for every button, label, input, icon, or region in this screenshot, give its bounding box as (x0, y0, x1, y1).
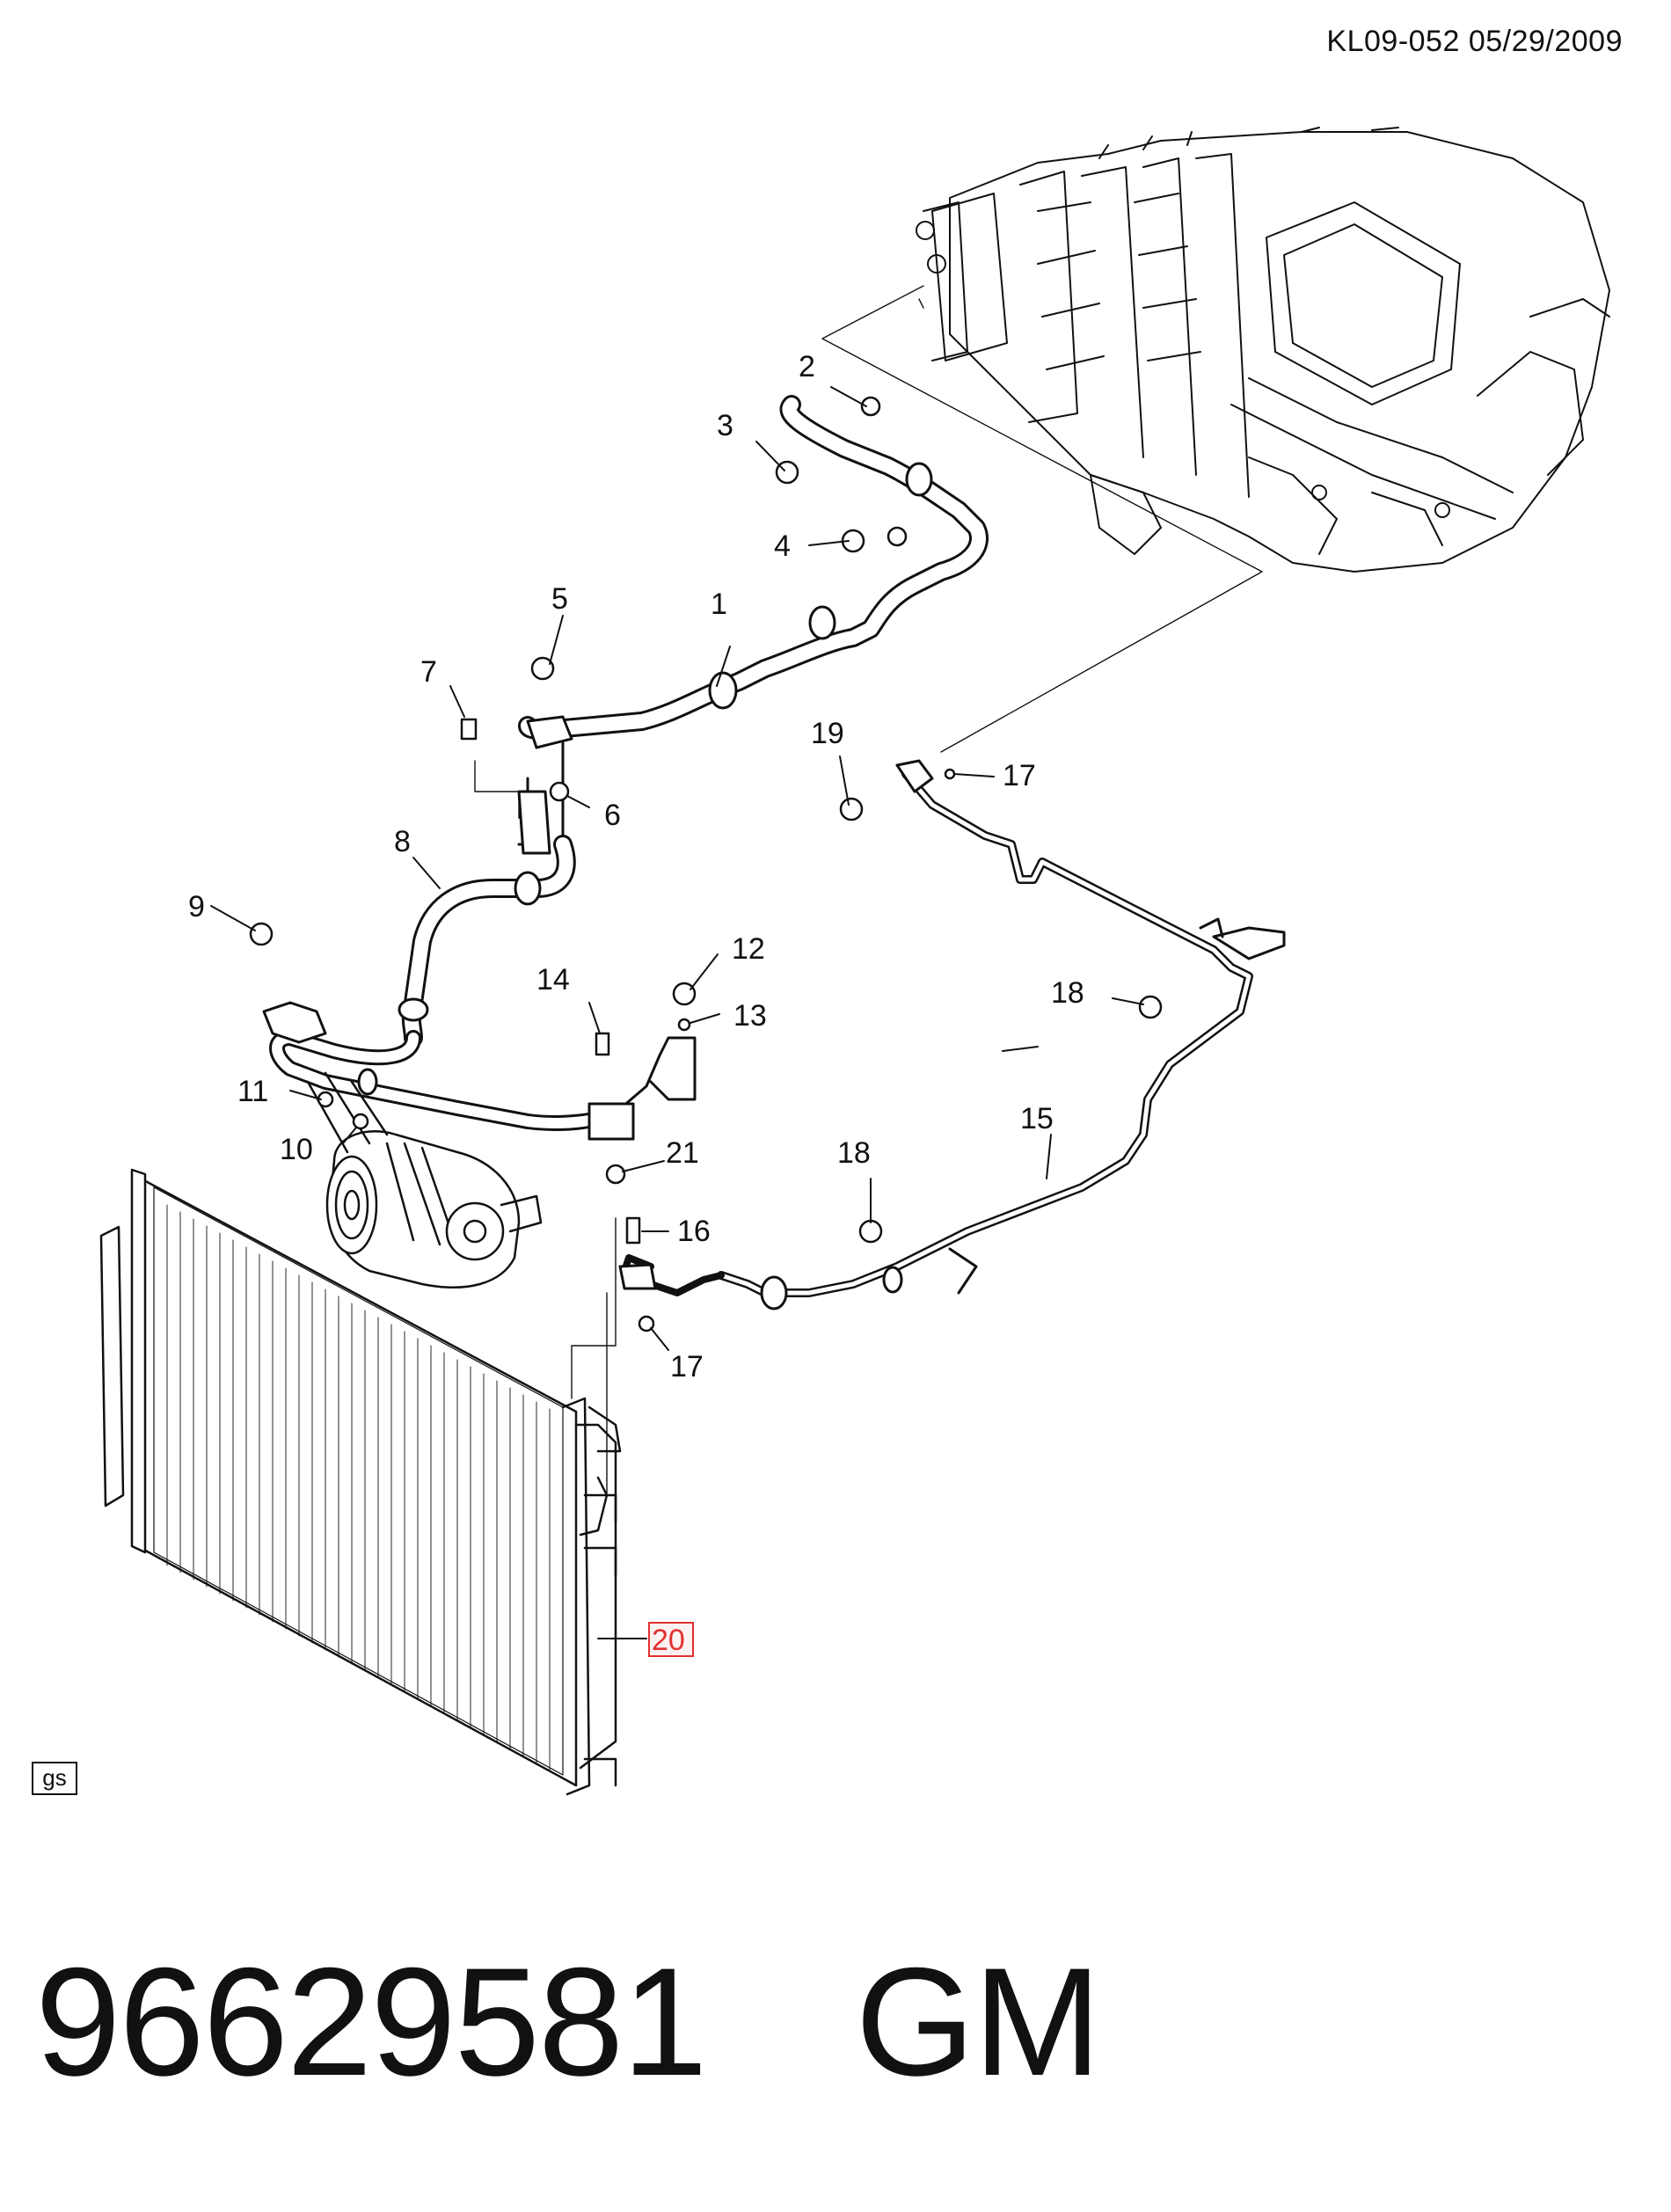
callout-18a: 18 (1051, 976, 1084, 1010)
callout-17a: 17 (1003, 759, 1036, 792)
callout-8: 8 (394, 825, 411, 858)
callout-2: 2 (799, 350, 815, 383)
callout-19: 19 (811, 717, 844, 750)
callout-12: 12 (732, 932, 765, 966)
callout-7: 7 (420, 655, 437, 689)
callout-5: 5 (551, 582, 568, 616)
ac-condenser (99, 1168, 622, 1796)
fasteners (249, 396, 1163, 1332)
callout-18b: 18 (837, 1136, 871, 1170)
callout-20-highlight-box (648, 1622, 694, 1657)
callout-14: 14 (536, 963, 570, 996)
reference-leader-lines (474, 285, 1263, 1496)
ac-hose-middle (398, 741, 576, 1048)
part-number: 96629581 (35, 1937, 708, 2108)
ac-line-right (618, 759, 1286, 1310)
hvac-module (916, 127, 1610, 573)
ac-refrigerant-line-diagram: 1 2 3 4 5 6 7 8 9 10 11 12 13 14 15 16 1… (99, 127, 1610, 1796)
ac-compressor (306, 1071, 543, 1289)
callout-9: 9 (188, 890, 205, 923)
callout-labels: 1 2 3 4 5 6 7 8 9 10 11 12 13 14 15 16 1… (188, 350, 1084, 1657)
callout-11: 11 (237, 1075, 268, 1108)
callout-13: 13 (733, 999, 767, 1033)
callout-17b: 17 (670, 1350, 704, 1383)
callout-leaders (210, 386, 1144, 1351)
part-brand: GM (855, 1937, 1102, 2108)
callout-10: 10 (280, 1133, 313, 1166)
callout-3: 3 (717, 409, 733, 442)
callout-21: 21 (666, 1136, 699, 1170)
gs-tag: gs (32, 1762, 77, 1795)
ac-hose-upper (518, 395, 989, 749)
callout-4: 4 (774, 529, 791, 563)
callout-16: 16 (677, 1215, 711, 1248)
callout-6: 6 (604, 799, 621, 832)
callout-20: 20 (652, 1624, 685, 1657)
part-number-line: 96629581 GM (35, 1935, 1102, 2111)
callout-1: 1 (711, 588, 727, 621)
callout-15: 15 (1020, 1102, 1054, 1135)
diagram-code-date: KL09-052 05/29/2009 (1326, 25, 1623, 58)
